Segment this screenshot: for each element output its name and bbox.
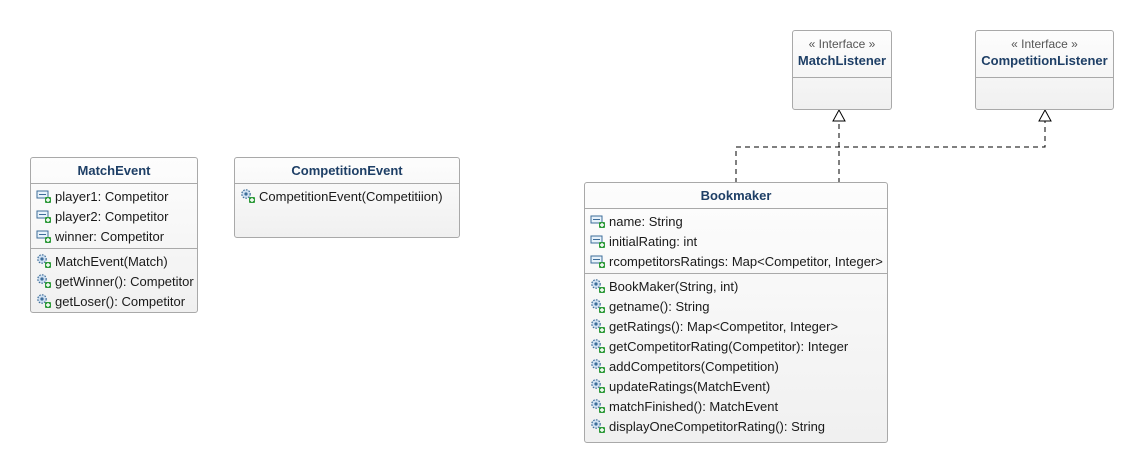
operation-row[interactable]: getWinner(): Competitor: [31, 271, 197, 291]
class-name: CompetitionEvent: [291, 163, 403, 178]
method-icon: [590, 278, 606, 294]
method-icon: [590, 298, 606, 314]
operations-section: MatchEvent(Match) getWinner(): Competitor…: [31, 248, 197, 313]
operation-row[interactable]: getRatings(): Map<Competitor, Integer>: [585, 316, 887, 336]
class-matchevent[interactable]: MatchEvent player1: Competitor player2: C…: [30, 157, 198, 313]
attribute-label: initialRating: int: [609, 233, 698, 249]
realization-arrowhead-matchlistener: [832, 108, 846, 122]
method-icon: [240, 188, 256, 204]
attribute-row[interactable]: initialRating: int: [585, 231, 887, 251]
method-icon: [590, 358, 606, 374]
operation-label: displayOneCompetitorRating(): String: [609, 418, 826, 434]
field-icon: [36, 228, 52, 244]
operation-row[interactable]: updateRatings(MatchEvent): [585, 376, 887, 396]
attribute-row[interactable]: rcompetitorsRatings: Map<Competitor, Int…: [585, 251, 887, 271]
operation-row[interactable]: matchFinished(): MatchEvent: [585, 396, 887, 416]
operation-row[interactable]: MatchEvent(Match): [31, 251, 197, 271]
operation-label: getCompetitorRating(Competitor): Integer: [609, 338, 849, 354]
class-header: « Interface » CompetitionListener: [976, 31, 1113, 78]
operation-row[interactable]: CompetitionEvent(Competitiion): [235, 186, 459, 206]
field-icon: [590, 253, 606, 269]
operation-label: getLoser(): Competitor: [55, 293, 186, 309]
operation-row[interactable]: getCompetitorRating(Competitor): Integer: [585, 336, 887, 356]
interface-competitionlistener[interactable]: « Interface » CompetitionListener: [975, 30, 1114, 110]
class-name: Bookmaker: [700, 188, 772, 203]
operation-label: CompetitionEvent(Competitiion): [259, 188, 443, 204]
field-icon: [590, 213, 606, 229]
class-header: CompetitionEvent: [235, 158, 459, 184]
method-icon: [590, 318, 606, 334]
attribute-label: name: String: [609, 213, 683, 229]
operation-label: BookMaker(String, int): [609, 278, 739, 294]
class-header: MatchEvent: [31, 158, 197, 184]
operation-label: addCompetitors(Competition): [609, 358, 779, 374]
realization-edge-competitionlistener: [735, 121, 1046, 183]
attribute-row[interactable]: name: String: [585, 211, 887, 231]
method-icon: [36, 253, 52, 269]
attribute-label: player1: Competitor: [55, 188, 169, 204]
attribute-row[interactable]: winner: Competitor: [31, 226, 197, 246]
class-name: MatchEvent: [77, 163, 151, 178]
realization-arrowhead-competitionlistener: [1038, 108, 1052, 122]
method-icon: [590, 398, 606, 414]
class-competitionevent[interactable]: CompetitionEvent CompetitionEvent(Compet…: [234, 157, 460, 238]
operation-row[interactable]: BookMaker(String, int): [585, 276, 887, 296]
attribute-label: player2: Competitor: [55, 208, 169, 224]
field-icon: [36, 208, 52, 224]
stereotype-label: « Interface »: [1011, 37, 1078, 51]
class-header: « Interface » MatchListener: [793, 31, 891, 78]
field-icon: [36, 188, 52, 204]
operation-label: matchFinished(): MatchEvent: [609, 398, 779, 414]
operation-label: getWinner(): Competitor: [55, 273, 194, 289]
operations-section: BookMaker(String, int) getname(): String g…: [585, 273, 887, 438]
operation-label: MatchEvent(Match): [55, 253, 168, 269]
operation-row[interactable]: getLoser(): Competitor: [31, 291, 197, 311]
class-name: CompetitionListener: [981, 53, 1108, 68]
attribute-row[interactable]: player1: Competitor: [31, 186, 197, 206]
attribute-label: winner: Competitor: [55, 228, 165, 244]
operation-label: getRatings(): Map<Competitor, Integer>: [609, 318, 839, 334]
attributes-section: name: String initialRating: int rcompetito…: [585, 209, 887, 273]
method-icon: [590, 338, 606, 354]
method-icon: [36, 273, 52, 289]
operation-label: getname(): String: [609, 298, 710, 314]
operation-label: updateRatings(MatchEvent): [609, 378, 771, 394]
interface-matchlistener[interactable]: « Interface » MatchListener: [792, 30, 892, 110]
operation-row[interactable]: addCompetitors(Competition): [585, 356, 887, 376]
method-icon: [590, 418, 606, 434]
attribute-label: rcompetitorsRatings: Map<Competitor, Int…: [609, 253, 883, 269]
method-icon: [36, 293, 52, 309]
class-name: MatchListener: [797, 53, 887, 68]
class-header: Bookmaker: [585, 183, 887, 209]
stereotype-label: « Interface »: [808, 37, 876, 51]
operation-row[interactable]: getname(): String: [585, 296, 887, 316]
operations-section: CompetitionEvent(Competitiion): [235, 184, 459, 208]
operation-row[interactable]: displayOneCompetitorRating(): String: [585, 416, 887, 436]
class-bookmaker[interactable]: Bookmaker name: String initialRating: int…: [584, 182, 888, 443]
attribute-row[interactable]: player2: Competitor: [31, 206, 197, 226]
field-icon: [590, 233, 606, 249]
attributes-section: player1: Competitor player2: Competitor wi…: [31, 184, 197, 248]
method-icon: [590, 378, 606, 394]
